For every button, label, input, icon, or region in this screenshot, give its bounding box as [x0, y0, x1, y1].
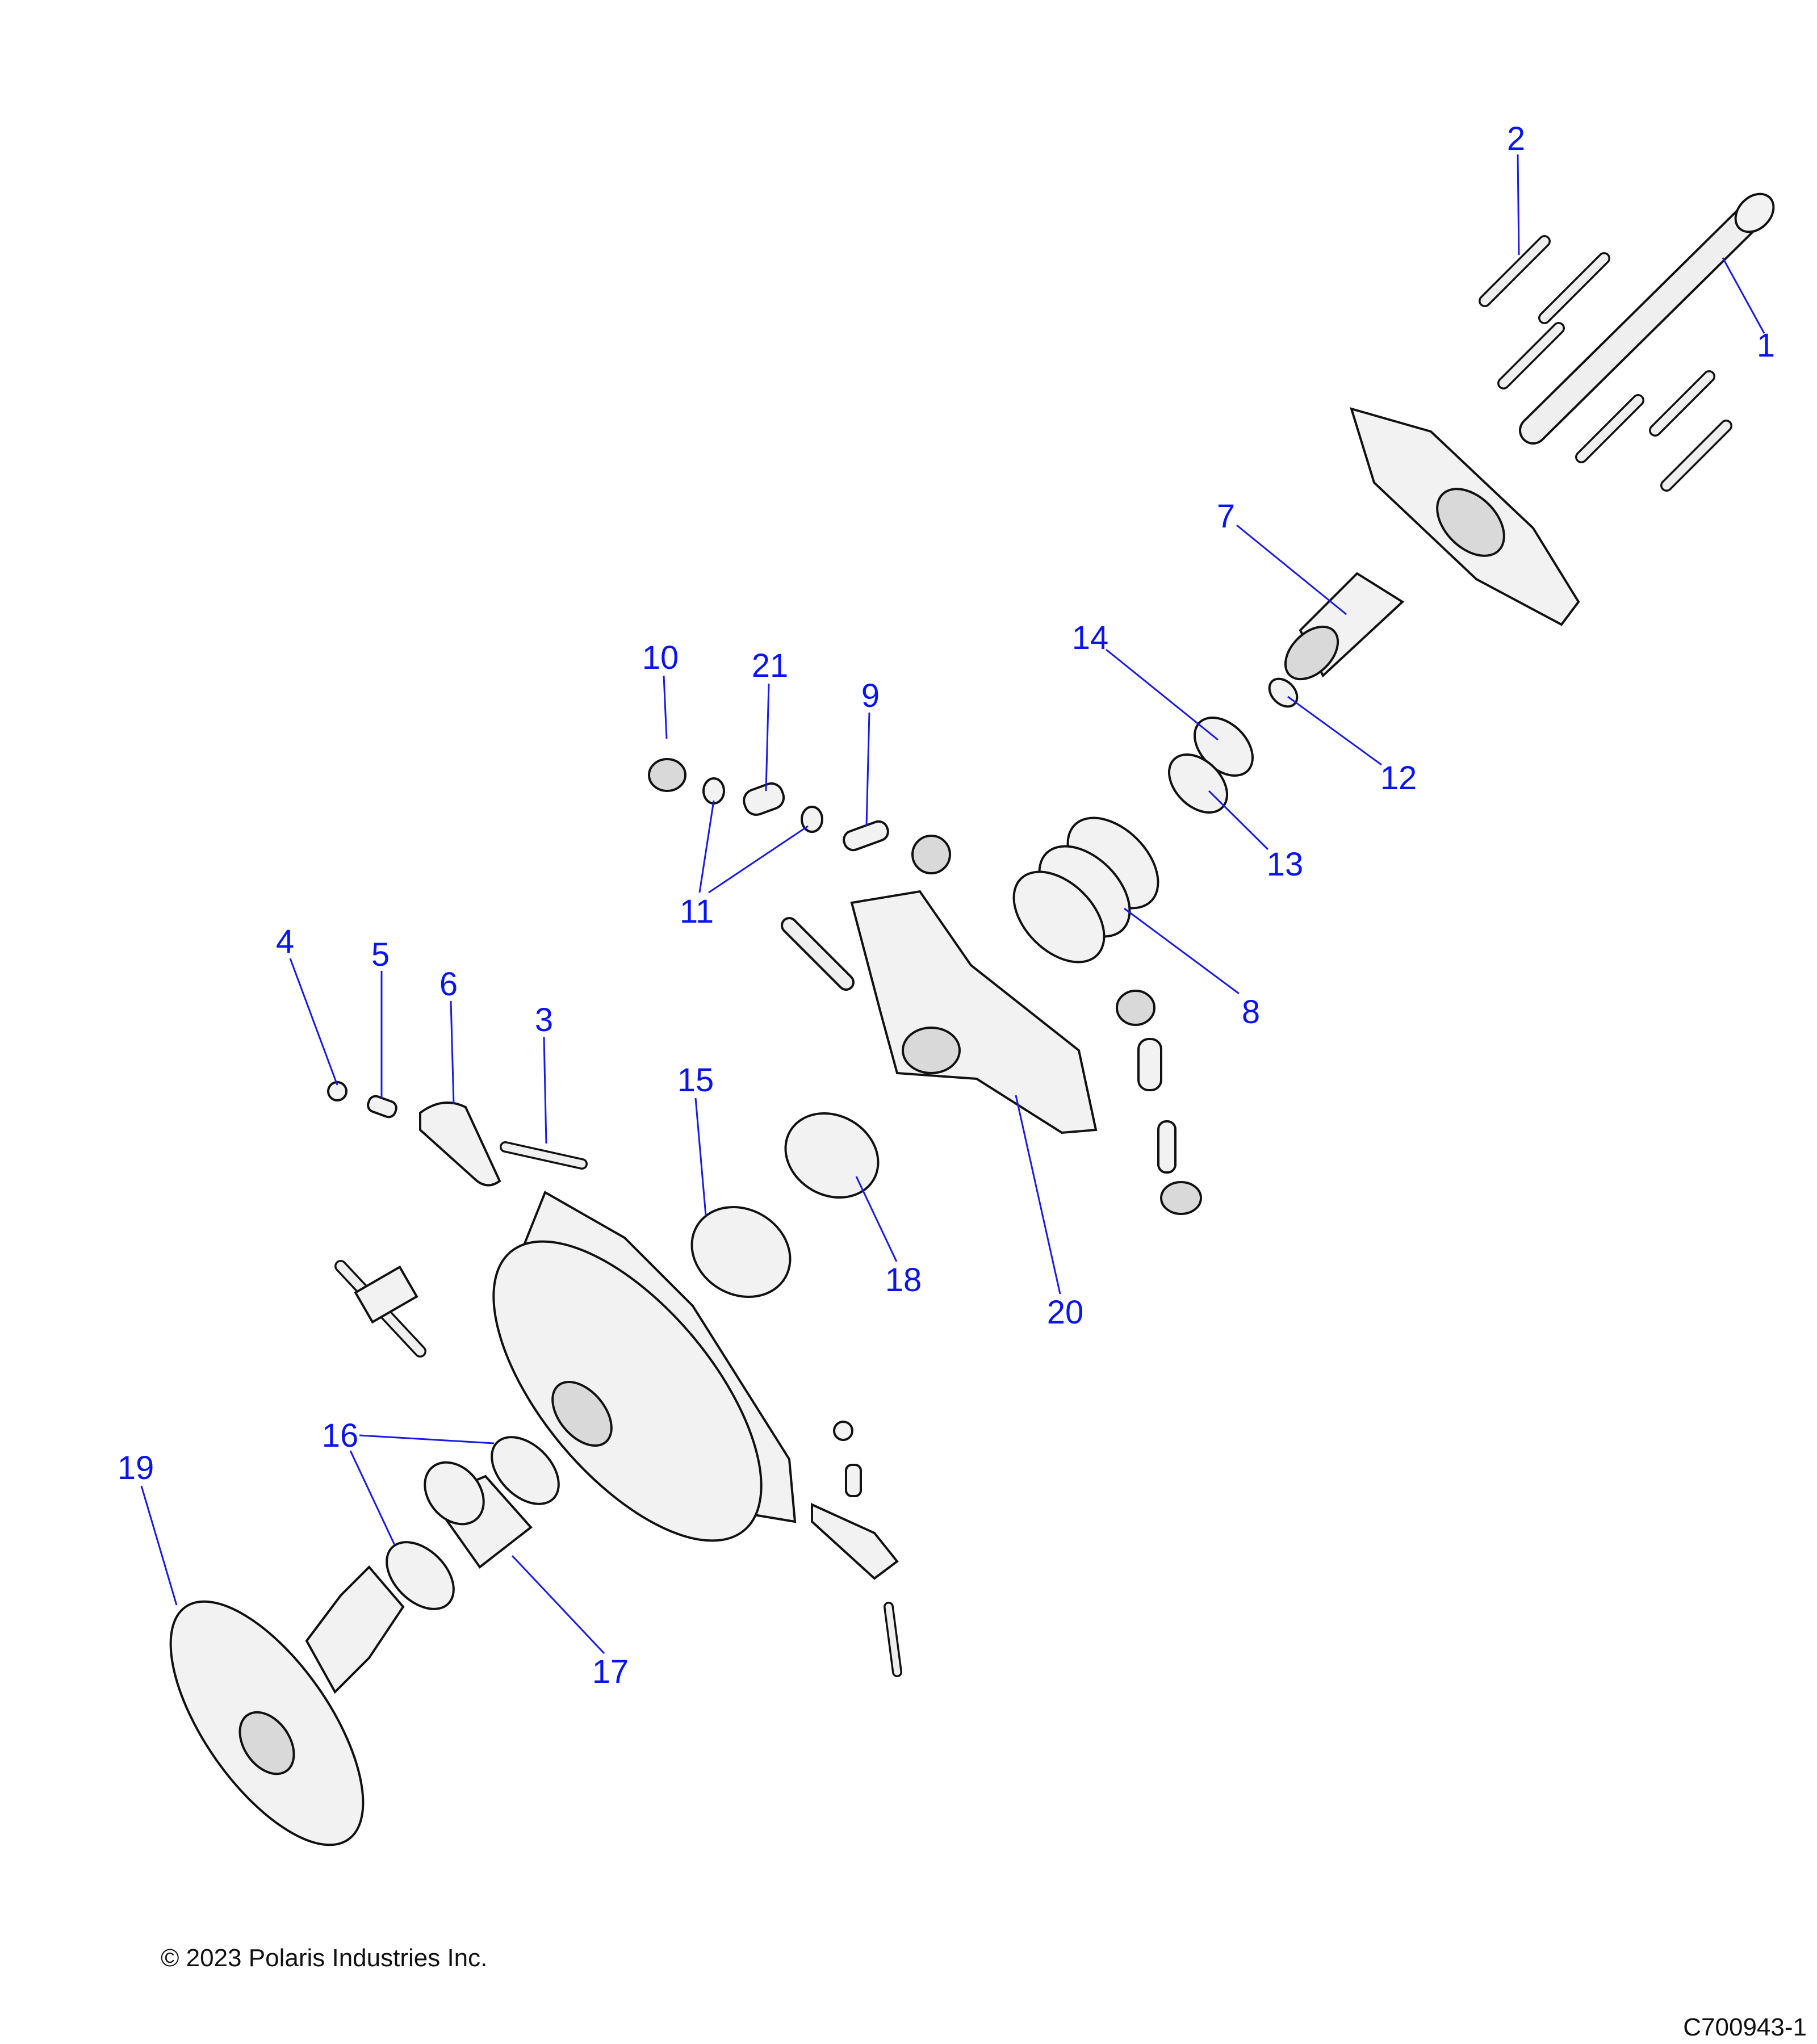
roller[interactable] [911, 835, 951, 874]
callout-2[interactable]: 2 [1507, 120, 1525, 157]
roller-shaft[interactable] [781, 917, 855, 991]
callout-10[interactable]: 10 [642, 639, 679, 676]
callout-7[interactable]: 7 [1217, 498, 1235, 535]
callout-6[interactable]: 6 [439, 966, 458, 1003]
callout-20[interactable]: 20 [1047, 1294, 1084, 1331]
callout-14[interactable]: 14 [1072, 619, 1109, 656]
callout-17[interactable]: 17 [592, 1653, 629, 1690]
part-5-pin[interactable] [366, 1094, 399, 1119]
callout-13[interactable]: 13 [1267, 846, 1304, 883]
callout-4[interactable]: 4 [276, 923, 294, 960]
spider-plate[interactable] [1350, 407, 1580, 626]
part-11-ring[interactable] [702, 777, 725, 805]
drawing-code: C700943-1 [1683, 2013, 1807, 2041]
callout-15[interactable]: 15 [677, 1062, 714, 1099]
opposite-weight-set[interactable] [811, 1421, 902, 1677]
callout-8[interactable]: 8 [1242, 994, 1260, 1031]
part-18-bushing[interactable] [770, 1097, 893, 1214]
copyright-notice: © 2023 Polaris Industries Inc. [161, 1944, 488, 1972]
callout-19[interactable]: 19 [118, 1450, 154, 1486]
callout-21[interactable]: 21 [752, 647, 789, 684]
part-7-bushing[interactable] [1275, 572, 1405, 689]
part-12-ring[interactable] [1264, 673, 1303, 712]
part-21-sleeve[interactable] [741, 780, 787, 818]
part-9-pin[interactable] [841, 819, 891, 852]
part-13-washer[interactable] [1158, 743, 1238, 823]
part-4-nut[interactable] [327, 1081, 348, 1101]
leader-lines [140, 154, 1765, 1655]
part-15-bushing[interactable] [676, 1189, 807, 1314]
part-10-cap[interactable] [648, 758, 686, 792]
moveable-sheave[interactable] [445, 1191, 809, 1585]
part-19-fixed-sheave[interactable] [134, 1565, 405, 1875]
part-16-ring[interactable] [374, 1530, 467, 1622]
part-8-spring[interactable] [997, 801, 1175, 979]
part-20-roller-arm[interactable] [850, 890, 1098, 1134]
callout-9[interactable]: 9 [861, 677, 880, 714]
adjuster-bolt[interactable] [334, 1260, 426, 1358]
part-2-bolts[interactable] [1479, 235, 1732, 492]
part-6-weight[interactable] [419, 1101, 501, 1187]
callout-11[interactable]: 11 [680, 893, 714, 930]
slider-stack[interactable] [1116, 990, 1202, 1215]
callout-1[interactable]: 1 [1757, 327, 1775, 364]
part-17-bushing[interactable] [413, 1451, 533, 1569]
callout-3[interactable]: 3 [535, 1002, 553, 1038]
part-11-ring[interactable] [801, 806, 823, 833]
part-16-ring[interactable] [479, 1425, 572, 1517]
part-3-pin[interactable] [500, 1141, 588, 1170]
callout-16[interactable]: 16 [322, 1417, 359, 1454]
callout-5[interactable]: 5 [371, 936, 390, 973]
callout-12[interactable]: 12 [1380, 760, 1417, 797]
part-1-long-bolt[interactable] [1519, 186, 1781, 445]
callout-18[interactable]: 18 [885, 1262, 922, 1299]
